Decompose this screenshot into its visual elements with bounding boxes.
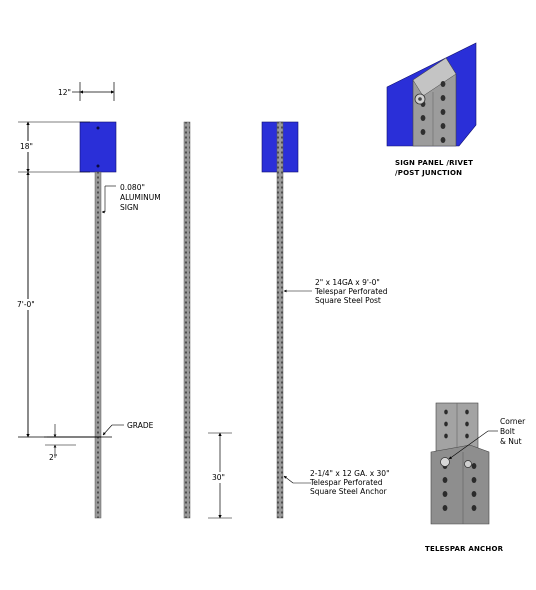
junction-caption-1: SIGN PANEL /RIVET — [395, 159, 473, 167]
sign-width-dimension: 12" — [58, 88, 71, 97]
anchor-spec-line-2: Telespar Perforated — [309, 478, 383, 487]
sign-panel — [79, 121, 117, 173]
junction-holes — [420, 81, 446, 143]
below-grade-dimension: 2" — [49, 453, 57, 462]
aluminum-sign-label-1: 0.080" — [120, 183, 145, 192]
anchor-caption: TELESPAR ANCHOR — [425, 545, 504, 553]
sign-height-dimension: 18" — [20, 142, 33, 151]
edge-view: 2" x 14GA x 9'-0" Telespar Perforated Sq… — [261, 121, 390, 519]
corner-nut — [464, 460, 472, 468]
corner-bolt-head — [440, 457, 450, 467]
side-view: 30" — [183, 121, 232, 519]
grade-leader — [102, 424, 113, 436]
junction-rivet-center — [418, 97, 422, 101]
grade-label: GRADE — [127, 421, 154, 430]
post-spec-line-3: Square Steel Post — [315, 296, 381, 305]
corner-bolt-label-3: & Nut — [500, 437, 522, 446]
sign-height-mask — [18, 141, 38, 152]
junction-detail: SIGN PANEL /RIVET /POST JUNCTION — [386, 42, 477, 177]
anchor-detail: Corner Bolt & Nut TELESPAR ANCHOR — [425, 402, 526, 553]
post-height-dimension: 7'-0" — [17, 300, 35, 309]
post-spec-line-1: 2" x 14GA x 9'-0" — [315, 278, 380, 287]
junction-caption-2: /POST JUNCTION — [395, 169, 462, 177]
aluminum-sign-label-2: ALUMINUM — [120, 193, 161, 202]
anchor-spec-line-3: Square Steel Anchor — [310, 487, 388, 496]
anchor-depth-dimension: 30" — [212, 473, 225, 482]
post-height-mask — [16, 299, 40, 310]
corner-bolt-label-1: Corner — [500, 417, 526, 426]
corner-bolt-leader — [448, 430, 489, 460]
aluminum-sign-label-3: SIGN — [120, 203, 138, 212]
post-spec-line-2: Telespar Perforated — [314, 287, 388, 296]
side-post — [183, 121, 191, 519]
anchor-depth-mask — [210, 472, 230, 483]
anchor-outer-sleeve — [430, 444, 490, 525]
corner-bolt-label-2: Bolt — [500, 427, 515, 436]
anchor-spec-line-1: 2-1/4" x 12 GA. x 30" — [310, 469, 390, 478]
edge-post — [276, 121, 284, 519]
front-view: 12" 18" 7'-0" 2" GRADE 0.080" — [16, 82, 161, 519]
sign-post — [94, 171, 102, 519]
junction-post-top — [412, 57, 457, 97]
rivet-bottom — [96, 164, 100, 168]
anchor-spec-leader — [283, 475, 294, 484]
rivet-top — [96, 126, 100, 130]
